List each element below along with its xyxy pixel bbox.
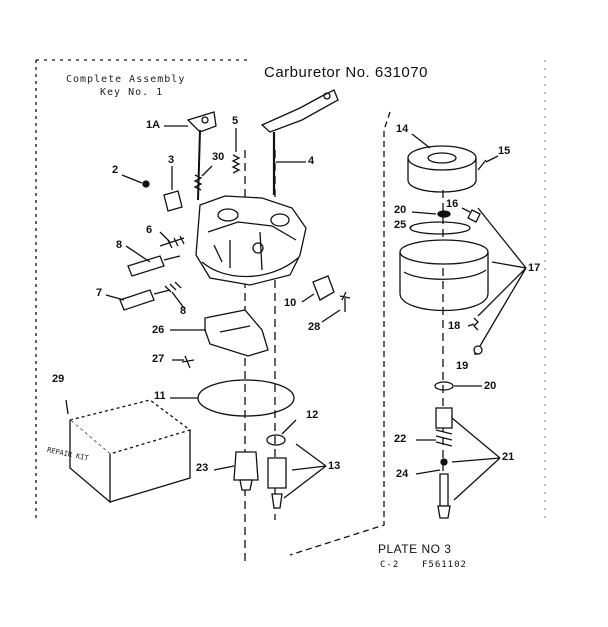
callout-6: 6 [146, 224, 153, 236]
callout-11: 11 [154, 390, 166, 402]
callout-19: 19 [456, 360, 469, 372]
air-filter-14-part [407, 145, 477, 193]
assembly-note-line1: Complete Assembly [66, 74, 186, 85]
float-bracket-26-part [204, 309, 269, 357]
leader-10 [301, 293, 315, 303]
right-frame-bracket [289, 111, 391, 556]
plate-number: PLATE NO 3 [378, 542, 452, 556]
callout-30: 30 [212, 151, 225, 163]
gasket-11-part [197, 379, 295, 417]
spring-30-part [193, 174, 203, 191]
leader-29 [65, 399, 69, 415]
page-title: Carburetor No. 631070 [264, 64, 428, 81]
callout-28: 28 [308, 321, 321, 333]
float-bowl-17-part [399, 239, 489, 312]
leader-2 [121, 174, 143, 184]
o-ring-12-part [266, 434, 286, 446]
callout-14: 14 [396, 123, 409, 135]
leader-23 [213, 465, 235, 471]
leader-25 [409, 225, 413, 229]
callout-4: 4 [308, 155, 315, 167]
callout-22: 22 [394, 433, 407, 445]
pin-27-part [181, 355, 195, 369]
carburetor-body [195, 195, 307, 286]
screw-2-part [142, 180, 150, 188]
callout-25: 25 [394, 219, 407, 231]
callout-8a: 8 [116, 239, 123, 251]
leader-15 [485, 155, 499, 163]
washer-20b-part [434, 381, 454, 391]
callout-1a: 1A [146, 119, 161, 131]
bracket-10-part [312, 275, 335, 301]
jet-assembly-21-part [435, 407, 453, 519]
callout-7: 7 [96, 287, 103, 299]
leader-21 [451, 417, 501, 501]
leader-12 [281, 419, 297, 435]
callout-3: 3 [168, 154, 175, 166]
callout-10: 10 [284, 297, 297, 309]
leader-8a [125, 245, 151, 263]
callout-15: 15 [498, 145, 511, 157]
leader-18 [467, 323, 475, 327]
callout-23: 23 [196, 462, 209, 474]
callout-18: 18 [448, 320, 461, 332]
leader-17 [477, 207, 527, 347]
leader-16 [461, 207, 471, 213]
callout-5: 5 [232, 115, 239, 127]
callout-24: 24 [396, 468, 409, 480]
leader-8b [171, 291, 185, 309]
callout-20b: 20 [484, 380, 497, 392]
washer-20a-part [437, 210, 451, 218]
clip-19-part [473, 345, 483, 355]
spring-part [231, 154, 241, 174]
plate-code-right: F561102 [422, 560, 467, 570]
callout-29: 29 [52, 373, 65, 385]
leader-30 [201, 165, 213, 177]
leader-24 [415, 469, 441, 475]
pin-15-part [477, 159, 487, 171]
leader-14 [411, 133, 431, 149]
plate-3-part [163, 190, 183, 212]
plate-code-left: C-2 [380, 560, 400, 570]
leader-6 [159, 231, 171, 243]
bowl-nut-23-part [233, 451, 259, 481]
callout-12: 12 [306, 409, 319, 421]
clip-18-part [473, 317, 479, 331]
repair-kit-29-part [68, 399, 192, 504]
callout-20a: 20 [394, 204, 407, 216]
callout-16: 16 [446, 198, 459, 210]
spring-8b-part [164, 281, 182, 293]
throttle-shaft-part [260, 89, 339, 195]
leader-13 [283, 443, 327, 499]
callout-13: 13 [328, 460, 341, 472]
assembly-note-line2: Key No. 1 [100, 87, 164, 98]
pin-16-part [467, 209, 481, 223]
leader-20a [411, 211, 437, 215]
needle-valve-8a-part [127, 255, 181, 277]
callout-27: 27 [152, 353, 165, 365]
leader-28 [321, 309, 341, 323]
callout-2: 2 [112, 164, 119, 176]
leader-7 [105, 294, 125, 301]
fitting-13-part [267, 457, 287, 509]
screw-28-part [339, 291, 351, 312]
callout-21: 21 [502, 451, 515, 463]
callout-26: 26 [152, 324, 165, 336]
callout-8b: 8 [180, 305, 187, 317]
needle-7-part [119, 289, 171, 311]
idle-screw-6-part [159, 235, 185, 249]
callout-17: 17 [528, 262, 541, 274]
ring-25-part [409, 221, 471, 235]
